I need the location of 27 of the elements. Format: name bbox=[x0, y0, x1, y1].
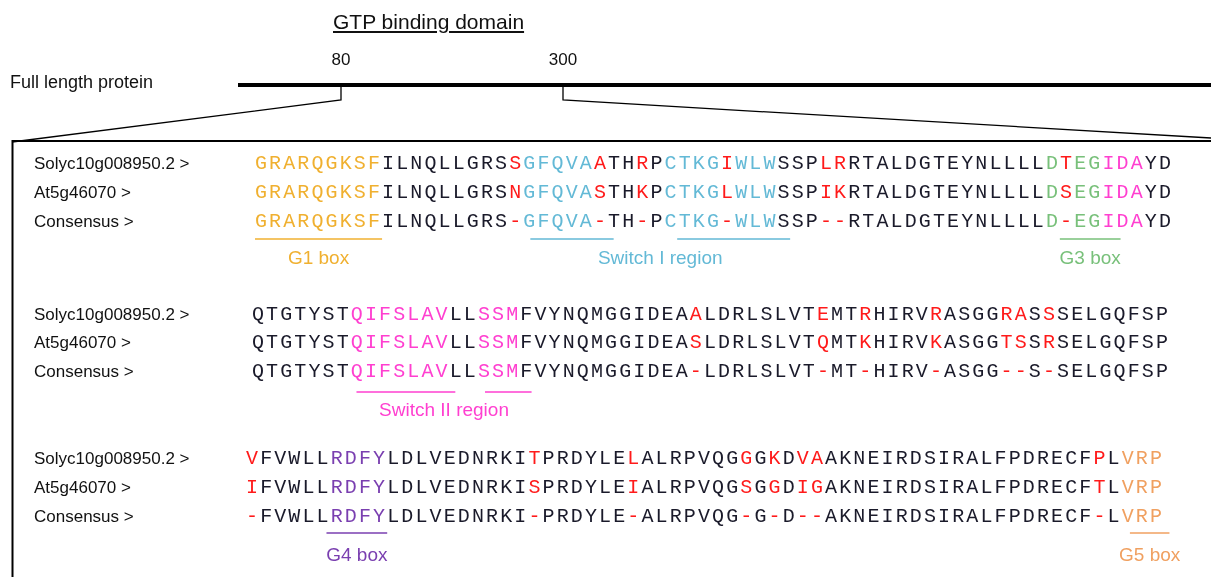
motif-label: G5 box bbox=[1119, 543, 1181, 567]
motif-label: G3 box bbox=[1059, 246, 1121, 270]
position-label: 80 bbox=[331, 49, 351, 71]
axis-label: Full length protein bbox=[10, 71, 154, 94]
sequence-text: GRARQGKSFILNQLLGRS-GFQVA-TH-PCTKG-WLWSSP--RTALDGTEYNLLLLD-EGIDAYD bbox=[255, 210, 1174, 234]
position-label: 300 bbox=[548, 49, 578, 71]
row-label: Solyc10g008950.2 > bbox=[34, 304, 190, 326]
sequence-text: QTGTYSTQIFSLAVLLSSMFVYNQMGGIDEAALDRLSLVTEMTRHIRVRASGGRASSSELGQFSP bbox=[252, 303, 1171, 327]
row-label: Consensus > bbox=[34, 361, 134, 383]
motif-label: Switch I region bbox=[597, 246, 723, 270]
sequence-text: VFVWLLRDFYLDLVEDNRKITPRDYLELALRPVQGGGKDVAAKNEIRDSIRALFPDRECFPLVRP bbox=[246, 447, 1165, 471]
sequence-text: QTGTYSTQIFSLAVLLSSMFVYNQMGGIDEASLDRLSLVTQMTKHIRVKASGGTSSRSELGQFSP bbox=[252, 331, 1171, 355]
row-label: Solyc10g008950.2 > bbox=[34, 153, 190, 175]
row-label: Consensus > bbox=[34, 506, 134, 528]
sequence-text: GRARQGKSFILNQLLGRSSGFQVAATHRPCTKGIWLWSSPLRRTALDGTEYNLLLLDTEGIDAYD bbox=[255, 152, 1174, 176]
sequence-text: GRARQGKSFILNQLLGRSNGFQVASTHKPCTKGLWLWSSPIKRTALDGTEYNLLLLDSEGIDAYD bbox=[255, 180, 1174, 205]
row-label: At5g46070 > bbox=[34, 332, 131, 354]
sequence-text: QTGTYSTQIFSLAVLLSSMFVYNQMGGIDEA-LDRLSLVT-MT-HIRV-ASGG--S-SELGQFSP bbox=[252, 360, 1171, 384]
row-label: Solyc10g008950.2 > bbox=[34, 448, 190, 470]
sequence-text: -FVWLLRDFYLDLVEDNRKI-PRDYLE-ALRPVQG-G-D--AKNEIRDSIRALFPDRECF-LVRP bbox=[246, 505, 1165, 529]
row-label: Consensus > bbox=[34, 211, 134, 233]
row-label: At5g46070 > bbox=[34, 181, 131, 204]
title: GTP binding domain bbox=[333, 10, 525, 34]
motif-label: G1 box bbox=[287, 246, 350, 270]
row-label: At5g46070 > bbox=[34, 476, 131, 499]
motif-label: G4 box bbox=[326, 543, 388, 567]
motif-label: Switch II region bbox=[379, 398, 509, 422]
